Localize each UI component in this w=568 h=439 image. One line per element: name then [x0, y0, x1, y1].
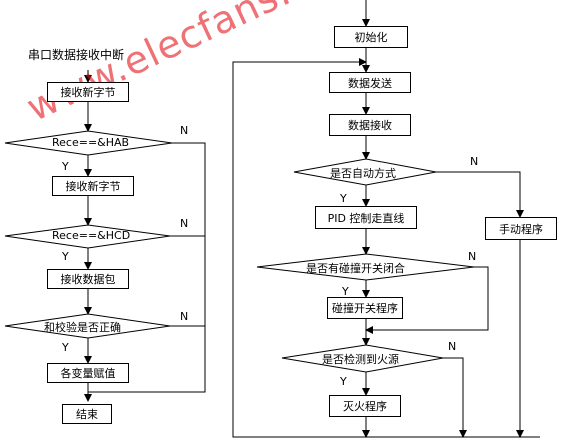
left-title: 串口数据接收中断 — [28, 48, 125, 62]
label-no: N — [180, 217, 189, 230]
step-receive-byte-1: 接收新字节 — [47, 82, 129, 102]
step-assign-vars: 各变量赋值 — [47, 363, 129, 383]
decision-rece-hab-label: Rece==&HAB — [52, 136, 130, 149]
label-no: N — [448, 340, 457, 353]
decision-shapes — [4, 130, 475, 373]
decision-checksum — [4, 313, 171, 339]
label-no: N — [180, 124, 189, 137]
flow-lines — [84, 0, 540, 438]
step-pid-straight: PID 控制走直线 — [315, 206, 417, 229]
label-no: N — [180, 310, 189, 323]
decision-rece-hcd — [4, 224, 171, 249]
step-extinguish: 灭火程序 — [329, 395, 401, 417]
step-send-data: 数据发送 — [329, 72, 411, 93]
decision-fire-label: 是否检测到火源 — [322, 353, 399, 366]
decision-fire-detected — [281, 344, 444, 373]
label-yes: Y — [62, 160, 69, 173]
decision-checksum-label: 和校验是否正确 — [44, 321, 121, 334]
label-yes: Y — [62, 250, 69, 263]
decision-auto-mode — [293, 158, 437, 186]
label-yes: Y — [340, 375, 347, 388]
decision-collision-label: 是否有碰撞开关闭合 — [306, 262, 405, 275]
step-manual-program: 手动程序 — [485, 217, 557, 240]
label-yes: Y — [340, 192, 347, 205]
decision-rece-hcd-label: Rece==&HCD — [52, 229, 131, 242]
step-receive-packet: 接收数据包 — [47, 269, 129, 289]
label-yes: Y — [342, 285, 349, 298]
label-no: N — [468, 250, 477, 263]
step-init: 初始化 — [334, 26, 408, 48]
step-receive-byte-2: 接收新字节 — [52, 176, 134, 196]
label-no: N — [470, 155, 479, 168]
decision-auto-mode-label: 是否自动方式 — [330, 167, 396, 180]
step-collision-program: 碰撞开关程序 — [327, 297, 403, 319]
decision-collision — [256, 253, 475, 281]
label-yes: Y — [62, 341, 69, 354]
decision-rece-hab — [4, 130, 173, 156]
step-receive-data: 数据接收 — [329, 114, 411, 136]
step-end: 结束 — [62, 404, 112, 424]
